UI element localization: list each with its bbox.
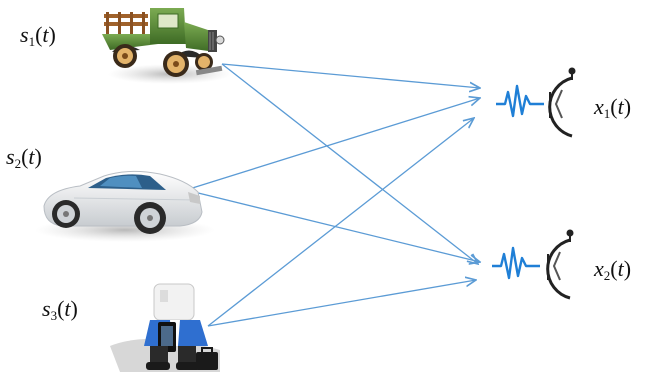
arrows-layer — [185, 63, 480, 327]
source-label-s1: s1(t) — [20, 22, 56, 49]
sensor-label-x1: x1(t) — [594, 94, 632, 121]
arrow-s3-to-x2 — [207, 280, 476, 327]
arrow-s1-to-x1 — [221, 63, 480, 88]
source-label-s2: s2(t) — [6, 144, 42, 171]
arrow-s1-to-x2 — [221, 63, 478, 264]
person-with-phone-icon — [110, 283, 220, 372]
sports-car-icon — [35, 170, 215, 242]
arrow-s2-to-x2 — [185, 189, 480, 262]
microphone-sensor-icon — [496, 67, 576, 138]
arrow-s2-to-x1 — [185, 98, 480, 191]
microphone-sensor-icon — [492, 229, 574, 300]
arrow-s3-to-x1 — [207, 118, 474, 327]
sensor-label-x2: x2(t) — [594, 256, 632, 283]
vintage-truck-icon — [102, 8, 232, 84]
source-label-s3: s3(t) — [42, 296, 78, 323]
